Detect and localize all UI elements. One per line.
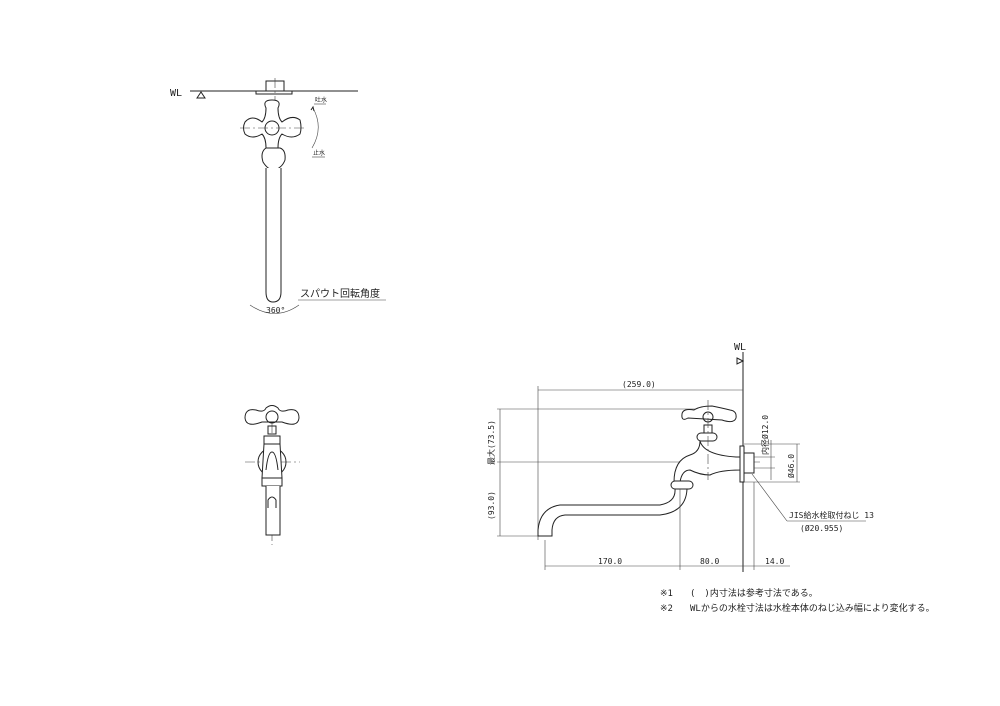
note-1-mark: ※1 <box>660 589 673 599</box>
note-2-mark: ※2 <box>660 604 673 614</box>
thread-diameter: (Ø20.955) <box>800 523 843 533</box>
top-view: WL 吐水 止水 スパウト回転角度 360° <box>170 78 386 315</box>
wl-triangle-icon <box>736 357 745 365</box>
spout-side <box>537 488 688 537</box>
dim-height-above: 最大(73.5) <box>486 420 496 465</box>
dim-body: 80.0 <box>700 557 719 566</box>
dim-height-below: (93.0) <box>487 491 496 520</box>
dim-flange: 14.0 <box>765 557 784 566</box>
close-label: 止水 <box>313 149 325 157</box>
dim-flange-diameter: Ø46.0 <box>786 454 796 478</box>
front-view <box>244 405 300 545</box>
wl-label-side: WL <box>734 342 746 353</box>
dim-spout: 170.0 <box>598 557 622 566</box>
notes: ※1 ( )内寸法は参考寸法である。 ※2 WLからの水栓寸法は水栓本体のねじ込… <box>660 587 935 614</box>
wl-label-top: WL <box>170 88 182 99</box>
spout-joint <box>261 147 286 171</box>
dim-inner-diameter: 内径Ø12.0 <box>760 415 770 455</box>
note-2-text: WLからの水栓寸法は水栓本体のねじ込み幅により変化する。 <box>690 602 935 614</box>
wl-triangle-icon <box>196 91 206 99</box>
rotation-angle: 360° <box>266 306 285 315</box>
spout-pipe <box>265 168 282 303</box>
dim-overall: (259.0) <box>622 380 656 389</box>
side-view: WL (259.0) 最大(73.5) (93.0) 170.0 80.0 14… <box>486 342 874 572</box>
handle <box>244 405 300 425</box>
open-label: 吐水 <box>315 96 327 104</box>
spout-rotation-label: スパウト回転角度 <box>300 287 380 300</box>
thread-label: JIS給水栓取付ねじ 13 <box>789 510 874 520</box>
note-1-text: ( )内寸法は参考寸法である。 <box>690 587 818 599</box>
handle-side <box>681 405 737 423</box>
